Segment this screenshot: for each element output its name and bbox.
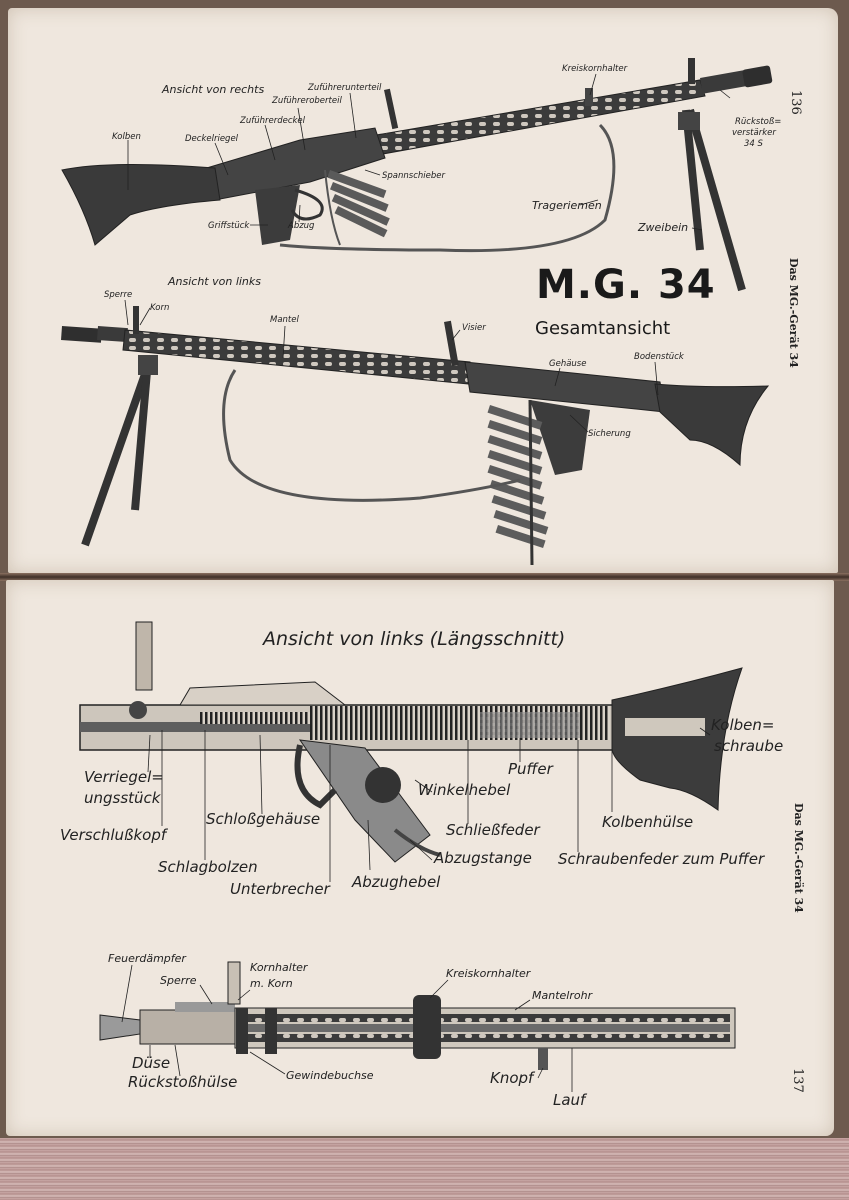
label-rueckstoss-1: Rückstoß= — [735, 117, 782, 127]
label-knopf: Knopf — [490, 1069, 534, 1087]
main-title: M.G. 34 — [536, 262, 716, 308]
section-heading: Ansicht von links (Längsschnitt) — [263, 628, 566, 650]
label-rueckstoss-2: verstärker — [732, 128, 776, 138]
mg34-left-view-drawing — [61, 306, 770, 566]
page-number-136: 136 — [788, 90, 803, 115]
label-korn: Korn — [150, 303, 170, 313]
leader-lines — [121, 73, 731, 1092]
label-unterbrecher: Unterbrecher — [230, 880, 330, 898]
label-schliessfeder: Schließfeder — [446, 821, 540, 839]
label-schlossgehaeuse: Schloßgehäuse — [206, 810, 321, 828]
label-visier: Visier — [462, 323, 486, 333]
label-kolben: Kolben — [112, 132, 141, 142]
label-abzugstange: Abzugstange — [434, 849, 532, 867]
label-spannschieber: Spannschieber — [382, 171, 445, 181]
label-trageriemen: Trageriemen — [532, 199, 602, 212]
label-kreiskornhalter-bottom: Kreiskornhalter — [446, 967, 531, 980]
heading-view-left: Ansicht von links — [168, 275, 262, 288]
label-verriegel-1: Verriegel= — [84, 768, 164, 786]
barrel-section-drawing — [99, 961, 736, 1070]
page-edges — [0, 1138, 849, 1200]
label-feuerdaempfer: Feuerdämpfer — [108, 952, 186, 965]
label-kolbenschraube-2: schraube — [714, 737, 784, 755]
label-zweibein: Zweibein — [638, 221, 689, 234]
label-winkelhebel: Winkelhebel — [418, 781, 511, 799]
mg34-right-view-drawing — [61, 58, 773, 292]
label-verriegel-2: ungsstück — [84, 789, 161, 807]
label-kolbenhuelse: Kolbenhülse — [602, 813, 694, 831]
label-zufuehreroberteil: Zuführeroberteil — [272, 96, 342, 106]
page-number-137: 137 — [790, 1068, 805, 1093]
subtitle: Gesamtansicht — [535, 318, 671, 339]
label-kolbenschraube-1: Kolben= — [711, 716, 775, 734]
top-page — [8, 8, 838, 573]
label-rueckstosshuelse: Rückstoßhülse — [128, 1073, 238, 1091]
label-duese: Düse — [132, 1054, 171, 1072]
heading-view-right: Ansicht von rechts — [162, 83, 265, 96]
label-mantelrohr: Mantelrohr — [532, 989, 593, 1002]
label-abzughebel: Abzughebel — [352, 873, 441, 891]
label-schlagbolzen: Schlagbolzen — [158, 858, 258, 876]
label-schraubenfeder: Schraubenfeder zum Puffer — [558, 850, 765, 868]
running-head-top: Das MG.-Gerät 34 — [787, 258, 800, 368]
label-zufuehrerdeckel: Zuführerdeckel — [240, 116, 306, 126]
label-mantel: Mantel — [270, 315, 299, 325]
label-verschlusskopf: Verschlußkopf — [60, 826, 167, 844]
label-sperre-barrel: Sperre — [160, 974, 197, 987]
label-deckelriegel: Deckelriegel — [185, 134, 239, 144]
label-griffstueck: Griffstück — [208, 221, 250, 231]
label-abzug: Abzug — [288, 221, 315, 231]
label-sicherung: Sicherung — [588, 429, 631, 439]
label-kornhalter-1: Kornhalter — [250, 961, 308, 974]
label-zufuehrerunterteil: Zuführerunterteil — [308, 83, 382, 93]
label-sperre-top: Sperre — [104, 290, 133, 300]
label-puffer: Puffer — [508, 760, 553, 778]
label-gewindebuchse: Gewindebuchse — [286, 1069, 374, 1082]
label-kreiskornhalter-top: Kreiskornhalter — [562, 64, 628, 74]
label-gehaeuse: Gehäuse — [549, 359, 587, 369]
label-kornhalter-2: m. Korn — [250, 977, 293, 990]
label-lauf: Lauf — [553, 1091, 586, 1109]
book-spine — [0, 573, 849, 581]
label-bodenstueck: Bodenstück — [634, 352, 684, 362]
label-rueckstoss-3: 34 S — [744, 139, 763, 149]
longitudinal-section-drawing — [79, 621, 743, 863]
running-head-bottom: Das MG.-Gerät 34 — [792, 803, 805, 913]
